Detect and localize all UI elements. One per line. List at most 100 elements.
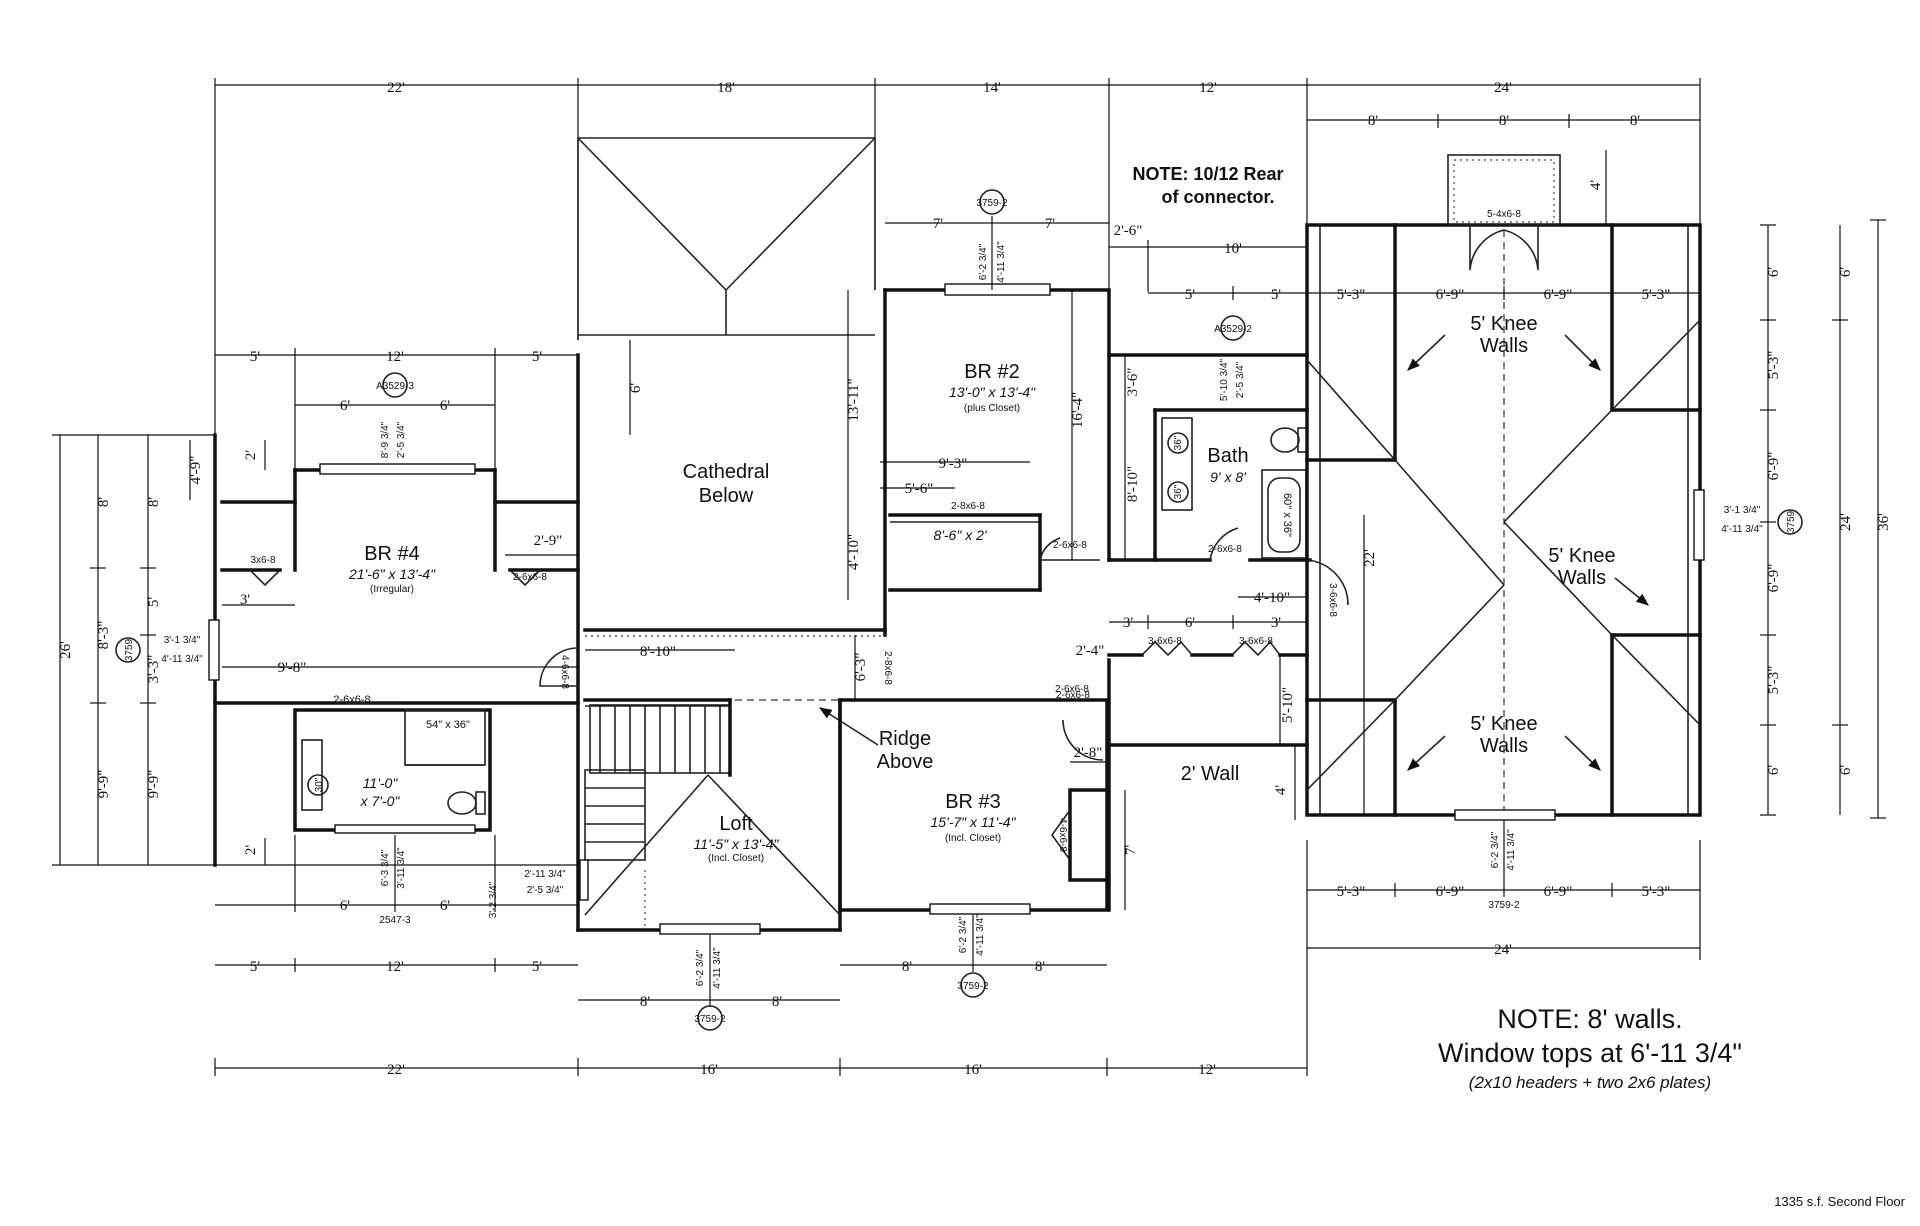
rw-bottom-window-height-2: 4'-11 3/4" xyxy=(1506,829,1517,871)
dim-rw-side-4: 6'-9" xyxy=(1766,564,1782,593)
cathedral-area: 6' Cathedral Below 8'-10" 6'-3" 2-8x6-8 xyxy=(583,340,893,700)
br4-bottom-window-height-2: 3'-11 3/4" xyxy=(396,847,407,889)
dim-rw-bottom-1: 5'-3" xyxy=(1337,884,1366,900)
dim-br2-right: 16'-4" xyxy=(1070,392,1086,428)
room-br2-size: 13'-0" x 13'-4" xyxy=(949,384,1036,400)
right-wing-walls: 5-4x6-8 4' xyxy=(1305,150,1705,821)
dim-hall-3: 6' xyxy=(1185,615,1196,631)
room-loft-size: 11'-5" x 13'-4" xyxy=(693,836,779,852)
cathedral-line2: Below xyxy=(699,485,754,507)
dim-br2-top-1: 7' xyxy=(933,216,944,232)
dim-bath-left-2: 8'-10" xyxy=(1125,466,1141,502)
right-wing-dimensions: 5'-3" 6'-9" 6'-9" 5'-3" 6' 5'-3" 6'-9" 6… xyxy=(1307,219,1892,819)
dim-br4-outer-bottom-1: 5' xyxy=(250,959,261,975)
br4-window-height-1: 8'-9 3/4" xyxy=(380,421,391,458)
dim-dormer-depth: 4' xyxy=(1588,180,1604,191)
dim-left-inner-2: 8' xyxy=(146,497,162,508)
door-br4-bath: 2-6x6-8 xyxy=(333,694,370,706)
door-loft: 2-8x6-8 xyxy=(882,651,893,685)
dim-left-total: 26' xyxy=(58,641,74,659)
dim-rw-inner-1: 6' xyxy=(1838,267,1854,278)
bath-tub-size: 60" x 36" xyxy=(1281,493,1293,537)
dim-br2-left-1: 13'-11" xyxy=(846,378,862,421)
dim-hall-6: 5'-10" xyxy=(1280,687,1296,723)
dim-rw-bottom-4: 5'-3" xyxy=(1642,884,1671,900)
br2-window-height-1: 6'-2 3/4" xyxy=(978,243,989,280)
room-loft-note: (Incl. Closet) xyxy=(708,853,764,864)
ridge-line2: Above xyxy=(877,751,934,773)
dim-top-right-sub-1: 8' xyxy=(1368,113,1379,129)
dim-rw-top-1: 5'-3" xyxy=(1337,287,1366,303)
dim-top-3: 14' xyxy=(983,80,1001,96)
dim-connector-2: 10' xyxy=(1224,241,1242,257)
cathedral-line1: Cathedral xyxy=(683,461,770,483)
br2-window-height-2: 4'-11 3/4" xyxy=(996,241,1007,283)
dim-br3-bottom-2: 8' xyxy=(1035,959,1046,975)
room-br4-name: BR #4 xyxy=(364,543,420,565)
dim-top-right-sub-2: 8' xyxy=(1499,113,1510,129)
knee2-line2: Walls xyxy=(1558,567,1606,589)
br2-walls xyxy=(883,283,1112,637)
br2-dimensions: 7' 7' 3759-2 6'-2 3/4" 4'-11 3/4" 13'-11… xyxy=(846,189,1109,600)
door-br2-closet: 2-8x6-8 xyxy=(951,501,985,512)
dim-rw-inner-2: 24' xyxy=(1838,513,1854,531)
br4-dimensions: 5' 12' 5' A3529-3 6' 6' 8'-9 3/4" 2'-5 3… xyxy=(115,348,578,865)
dim-left-outer-3: 9'-9" xyxy=(96,770,112,799)
door-br4: 4-6x6-8 xyxy=(559,655,570,689)
window-code-br3-bottom: 3759-2 xyxy=(957,981,989,992)
dim-br4-2b: 2' xyxy=(243,845,259,856)
ridge-line1: Ridge xyxy=(879,728,931,750)
dim-hall-4: 3' xyxy=(1271,615,1282,631)
dim-br4-29: 2'-9" xyxy=(534,533,563,549)
dim-bottom-total-4: 12' xyxy=(1198,1062,1216,1078)
dim-br4-window-1: 6' xyxy=(340,398,351,414)
dim-hall-1: 4'-10" xyxy=(1254,590,1290,606)
bottom-dimensions: 6' 6' 6'-3 3/4" 3'-11 3/4" 2547-3 2'-11 … xyxy=(214,835,1308,1078)
cathedral-roof-outline xyxy=(577,137,876,340)
br4-walls: 30" 54" x 36" 2-6x6-8 3x6-8 2-6x6-8 4-6x… xyxy=(208,353,580,932)
dim-br4-2a: 2' xyxy=(243,450,259,461)
bath-sink-2: 36" xyxy=(1173,484,1184,499)
door-br3-main: 2-6x6-8 xyxy=(1056,690,1090,701)
dim-rw-side-2: 5'-3" xyxy=(1766,351,1782,380)
note-walls-line3: (2x10 headers + two 2x6 plates) xyxy=(1469,1073,1711,1092)
note-walls-line1: NOTE: 8' walls. xyxy=(1497,1004,1682,1034)
dim-loft-810: 8'-10" xyxy=(640,644,676,660)
dim-bath-left-1: 3'-6" xyxy=(1125,368,1141,397)
dim-connector-3: 5' xyxy=(1185,287,1196,303)
dim-bottom-total-1: 22' xyxy=(387,1062,405,1078)
room-br2-name: BR #2 xyxy=(964,361,1020,383)
room-br3-note: (Incl. Closet) xyxy=(945,833,1001,844)
knee1-line2: Walls xyxy=(1480,335,1528,357)
bath-window-height-2: 2'-5 3/4" xyxy=(1235,361,1246,398)
door-br4-closet-1: 3x6-8 xyxy=(250,555,275,566)
dim-hall-5: 2'-4" xyxy=(1076,643,1105,659)
loft-walls: Loft 11'-5" x 13'-4" (Incl. Closet) Ridg… xyxy=(576,698,934,935)
dim-loft-bottom-2: 8' xyxy=(772,994,783,1010)
rw-window-height-2: 4'-11 3/4" xyxy=(1721,524,1763,535)
dim-rw-side-1: 6' xyxy=(1766,267,1782,278)
left-dimensions: 26' 8' 8'-3" 9'-9" 8' 5' 3'-3" 9'-9" 4'-… xyxy=(52,434,578,866)
door-br2: 2-6x6-8 xyxy=(1053,540,1087,551)
window-tag-3759-2-top xyxy=(979,189,1005,215)
dim-br4-top-3: 5' xyxy=(532,349,543,365)
top-dimension-chain: 22' 18' 14' 12' 24' 8' 8' 8' xyxy=(214,78,1701,760)
dim-left-outer-1: 8' xyxy=(96,497,112,508)
br4-bottom-window-height-5: 3'-2 3/4" xyxy=(488,881,499,918)
window-code-right: 3759 xyxy=(1786,510,1797,533)
door-closet-1: 3-6x6-8 xyxy=(1148,636,1182,647)
window-code-br4-bottom: 2547-3 xyxy=(379,915,411,926)
dim-br4-3: 3' xyxy=(240,592,251,608)
loft-window-height-1: 6'-2 3/4" xyxy=(695,949,706,986)
dim-rw-total: 36' xyxy=(1876,513,1892,531)
dim-br2-inner-2: 5'-6" xyxy=(905,481,934,497)
window-code-top: 3759-2 xyxy=(976,198,1008,209)
dim-top-4: 12' xyxy=(1199,80,1217,96)
dim-hall-8: 4' xyxy=(1273,785,1289,796)
br4-bath-sink: 30" xyxy=(314,777,325,792)
room-bath-size: 9' x 8' xyxy=(1210,469,1247,485)
dim-top-2: 18' xyxy=(717,80,735,96)
dim-bottom-total-2: 16' xyxy=(700,1062,718,1078)
knee3-line2: Walls xyxy=(1480,735,1528,757)
room-br4-size: 21'-6" x 13'-4" xyxy=(348,566,436,582)
